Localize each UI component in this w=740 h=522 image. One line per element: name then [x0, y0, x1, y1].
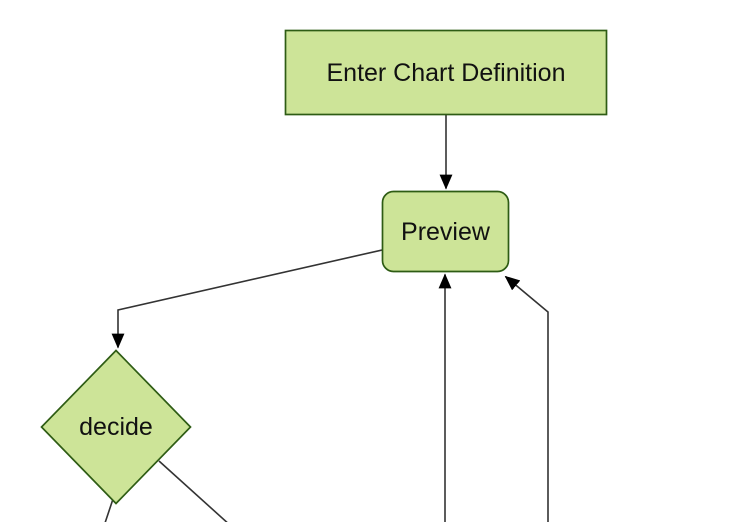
- node-enter-chart-definition-shape: [284, 29, 608, 116]
- edge-return-to-preview-corner: [504, 275, 549, 522]
- node-decide-shape: [40, 349, 192, 505]
- edge-preview-to-decide: [111, 249, 383, 349]
- node-preview-shape: [381, 190, 510, 273]
- edge-decide-out-left: [104, 495, 115, 522]
- edge-decide-out-right: [158, 460, 228, 522]
